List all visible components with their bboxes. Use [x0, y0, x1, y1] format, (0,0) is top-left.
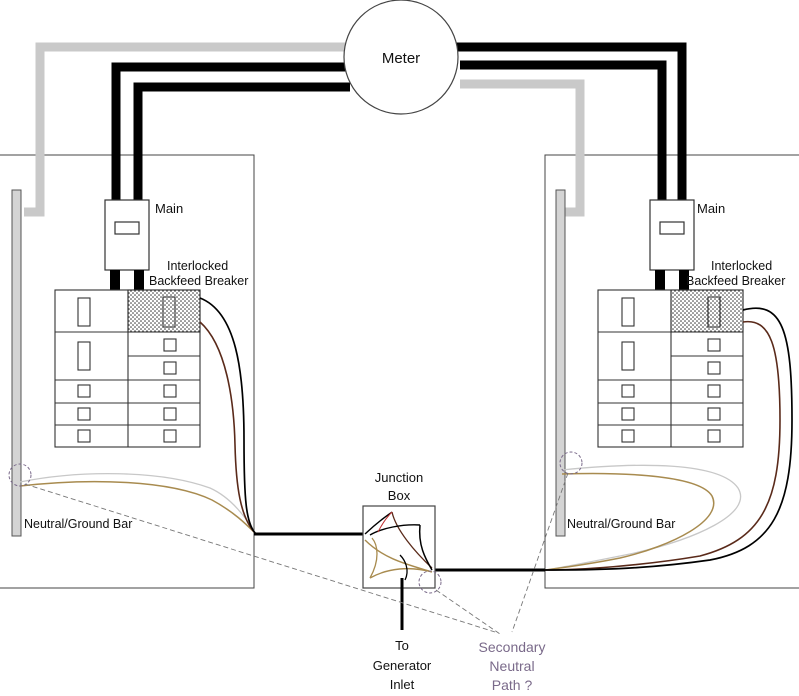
generator-label-line3: Inlet	[390, 677, 415, 692]
left-main-label: Main	[155, 201, 183, 216]
right-neutral-bar-label: Neutral/Ground Bar	[567, 517, 675, 531]
secondary-neutral-path-junction	[435, 589, 501, 635]
secondary-path-label-line1: Secondary	[479, 639, 546, 655]
left-feed-black-wire	[199, 297, 257, 535]
left-service-hot-wire-1	[111, 62, 355, 200]
generator-label-line1: To	[395, 638, 409, 653]
right-bus-strap-2	[679, 270, 689, 290]
left-feed-gray-wire	[19, 473, 257, 535]
right-service-neutral-wire	[460, 79, 585, 217]
left-neutral-bar-label: Neutral/Ground Bar	[24, 517, 132, 531]
right-feed-tan-wire	[544, 472, 715, 571]
junction-neutral-marker	[418, 570, 442, 594]
left-service-neutral-wire	[24, 42, 350, 217]
right-bus-strap-1	[655, 270, 665, 290]
right-breaker-block	[597, 289, 744, 448]
left-feed-tan-wire	[19, 480, 257, 535]
left-panel-enclosure	[0, 154, 255, 589]
right-neutral-bond-marker	[559, 451, 583, 475]
left-bus-strap-1	[110, 270, 120, 290]
meter	[343, 0, 459, 115]
right-main-breaker	[649, 199, 695, 271]
right-backfeed-label-line1: Interlocked	[711, 259, 772, 273]
right-service-hot-wire-1	[456, 42, 687, 200]
right-service-hot-wire-2	[460, 60, 667, 200]
meter-label: Meter	[382, 50, 420, 67]
left-neutral-ground-bar	[11, 189, 22, 537]
secondary-neutral-path-left	[24, 483, 496, 633]
right-neutral-ground-bar	[555, 189, 566, 537]
right-backfeed-label-line2: Backfeed Breaker	[686, 274, 785, 288]
left-breaker-block	[54, 289, 201, 448]
left-neutral-bond-marker	[8, 463, 32, 487]
left-backfeed-label-line2: Backfeed Breaker	[149, 274, 248, 288]
generator-label-line2: Generator	[373, 658, 432, 673]
left-main-breaker	[104, 199, 150, 271]
junction-box	[362, 505, 436, 589]
junction-box-label-line2: Box	[388, 488, 411, 503]
secondary-neutral-path-right	[511, 472, 569, 633]
secondary-path-label-line3: Path ?	[492, 677, 533, 693]
right-main-label: Main	[697, 201, 725, 216]
right-feed-gray-wire	[544, 464, 742, 571]
left-bus-strap-2	[134, 270, 144, 290]
junction-box-splices	[364, 511, 433, 581]
right-feed-brown-wire	[544, 320, 781, 571]
right-panel-enclosure	[544, 154, 799, 589]
junction-box-label-line1: Junction	[375, 470, 423, 485]
secondary-path-label-line2: Neutral	[489, 658, 534, 674]
left-service-hot-wire-2	[133, 82, 350, 200]
left-feed-brown-wire	[199, 321, 257, 535]
left-backfeed-label-line1: Interlocked	[167, 259, 228, 273]
right-feed-black-wire	[544, 307, 793, 571]
